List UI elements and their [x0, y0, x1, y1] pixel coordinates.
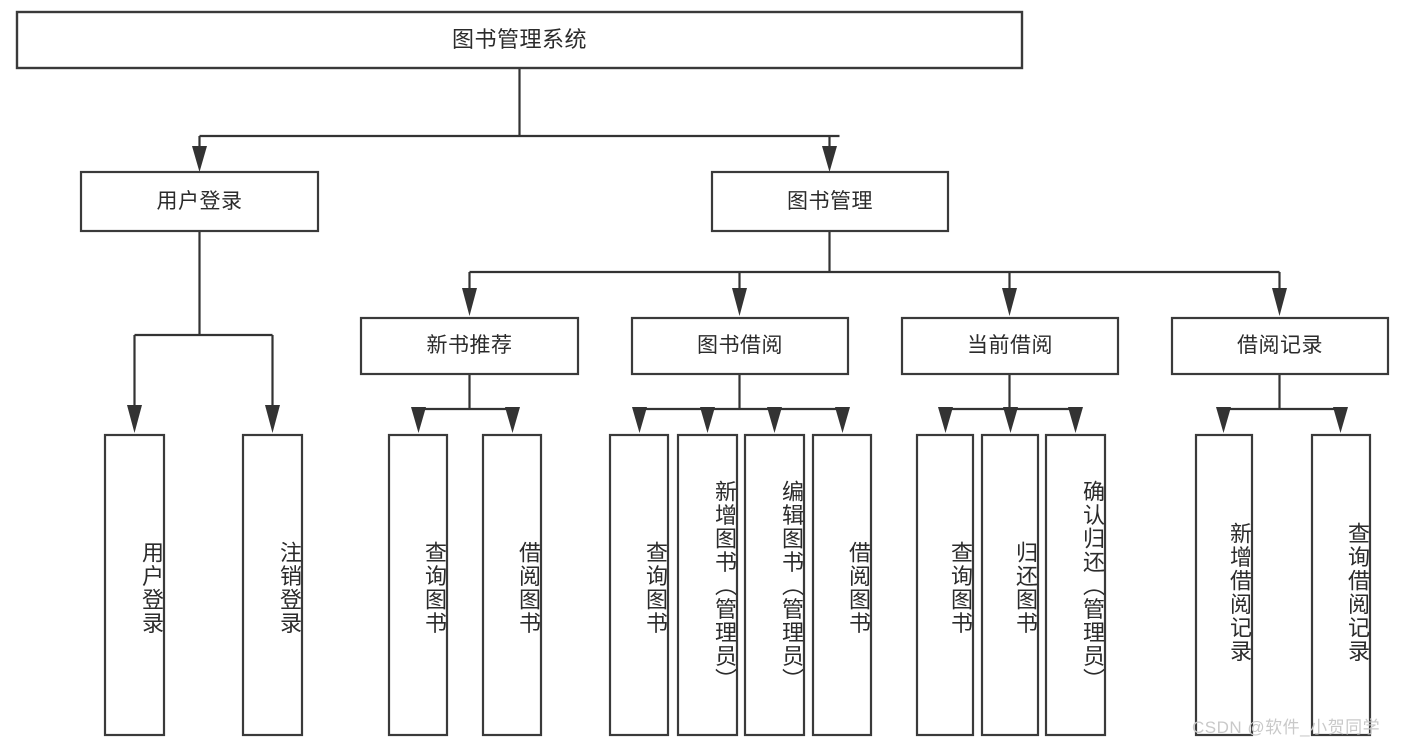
- node-box-book-borrow[interactable]: [630, 316, 850, 376]
- node-box-leaf-add-borrow-record[interactable]: [1194, 433, 1254, 737]
- arrow-head-leaf-query-book-rec: [411, 407, 426, 433]
- arrow-head-leaf-query-book-current: [938, 407, 953, 433]
- node-box-leaf-user-login[interactable]: [103, 433, 166, 737]
- node-box-leaf-return-book[interactable]: [980, 433, 1040, 737]
- node-box-borrow-record[interactable]: [1170, 316, 1390, 376]
- node-box-root[interactable]: [15, 10, 1024, 70]
- node-box-leaf-query-book-rec[interactable]: [387, 433, 449, 737]
- node-box-user-login[interactable]: [79, 170, 320, 233]
- connector-group-borrow-record: [1216, 374, 1348, 433]
- arrow-head-leaf-borrow-book: [835, 407, 850, 433]
- node-box-new-book-recommend[interactable]: [359, 316, 580, 376]
- arrow-head-leaf-user-login: [127, 405, 142, 433]
- arrow-head-leaf-add-book: [700, 407, 715, 433]
- arrow-head-leaf-query-book-borrow: [632, 407, 647, 433]
- node-box-leaf-borrow-book[interactable]: [811, 433, 873, 737]
- node-box-leaf-add-book[interactable]: [676, 433, 739, 737]
- node-box-leaf-query-book-borrow[interactable]: [608, 433, 670, 737]
- connector-group-root: [192, 68, 840, 172]
- node-box-leaf-edit-book[interactable]: [743, 433, 806, 737]
- connector-group-new-book-recommend: [411, 374, 520, 433]
- node-box-current-borrow[interactable]: [900, 316, 1120, 376]
- connector-group-current-borrow: [938, 374, 1083, 433]
- arrow-head-leaf-edit-book: [767, 407, 782, 433]
- connector-group-book-manage: [462, 231, 1287, 316]
- arrow-head-borrow-record: [1272, 288, 1287, 316]
- arrow-head-current-borrow: [1002, 288, 1017, 316]
- arrow-head-book-borrow: [732, 288, 747, 316]
- arrow-head-leaf-borrow-book-rec: [505, 407, 520, 433]
- node-box-book-manage[interactable]: [710, 170, 950, 233]
- arrow-head-leaf-user-logout: [265, 405, 280, 433]
- arrow-head-leaf-query-borrow-record: [1333, 407, 1348, 433]
- arrow-head-leaf-add-borrow-record: [1216, 407, 1231, 433]
- csdn-watermark: CSDN @软件_小贺同学: [1192, 718, 1381, 737]
- node-box-leaf-borrow-book-rec[interactable]: [481, 433, 543, 737]
- node-box-leaf-query-book-current[interactable]: [915, 433, 975, 737]
- arrow-head-leaf-return-book: [1003, 407, 1018, 433]
- arrow-head-user-login: [192, 146, 207, 172]
- node-box-leaf-confirm-return[interactable]: [1044, 433, 1107, 737]
- connector-group-book-borrow: [632, 374, 850, 433]
- node-box-leaf-query-borrow-record[interactable]: [1310, 433, 1372, 737]
- arrow-head-book-manage: [822, 146, 837, 172]
- connector-group-user-login: [127, 231, 280, 433]
- arrow-head-leaf-confirm-return: [1068, 407, 1083, 433]
- arrow-head-new-book-recommend: [462, 288, 477, 316]
- node-box-leaf-user-logout[interactable]: [241, 433, 304, 737]
